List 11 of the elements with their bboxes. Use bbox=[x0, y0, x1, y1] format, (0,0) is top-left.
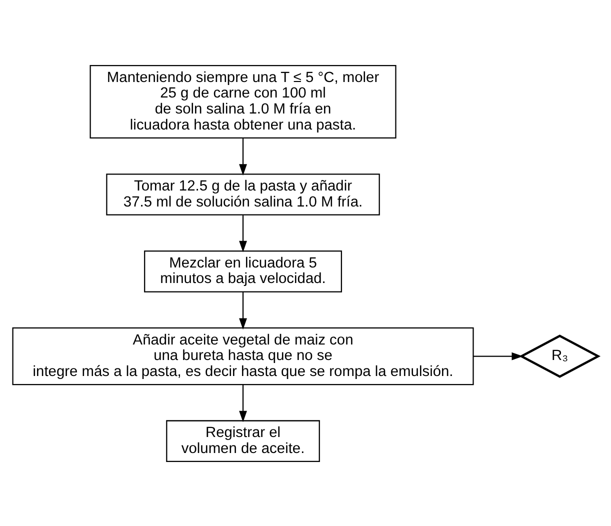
arrow bbox=[239, 292, 247, 330]
node-box: Tomar 12.5 g de la pasta y añadir 37.5 ml de solución salina 1.0 M fría. bbox=[106, 173, 380, 215]
arrow bbox=[239, 214, 247, 252]
node-box: Mezclar en licuadora 5 minutos a baja velocidad. bbox=[144, 250, 342, 292]
arrow bbox=[239, 384, 247, 422]
node-box: Registrar el volumen de aceite. bbox=[166, 420, 320, 462]
node-box: Añadir aceite vegetal de maiz con una bureta hasta que no se integre más a la pasta, es decir hasta que se rompa la emulsión. bbox=[12, 326, 474, 385]
arrow bbox=[473, 352, 524, 360]
arrow bbox=[239, 138, 247, 175]
node-box: Manteniendo siempre una T ≤ 5 °C, moler 25 g de carne con 100 ml de soln salina 1.0 M fría en licuadora hasta obtener una pasta. bbox=[90, 64, 396, 138]
node-diamond: R₃ bbox=[519, 334, 601, 378]
